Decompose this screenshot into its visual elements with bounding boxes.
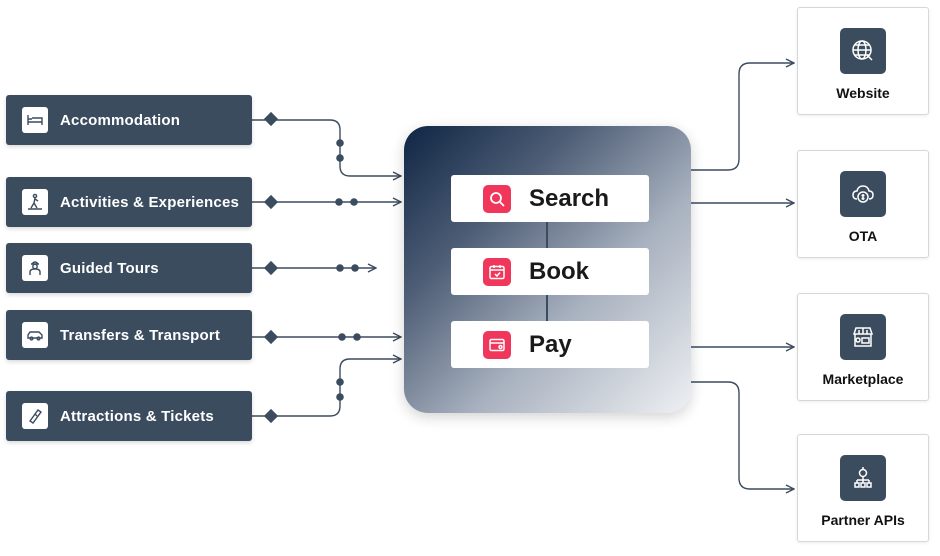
car-icon	[22, 322, 48, 348]
destination-partner-apis: Partner APIs	[797, 434, 929, 542]
wire-website	[691, 63, 794, 171]
dot	[336, 139, 344, 147]
calendar-check-icon	[483, 257, 511, 286]
api-network-icon	[840, 455, 886, 501]
destination-label: Website	[836, 85, 890, 101]
search-icon	[483, 184, 511, 213]
wire-attractions	[252, 359, 401, 417]
source-attractions: Attractions & Tickets	[6, 391, 252, 441]
source-label: Activities & Experiences	[60, 193, 240, 211]
step-pay: Pay	[451, 321, 649, 368]
destination-label: OTA	[848, 228, 878, 244]
cloud-dollar-icon	[840, 171, 886, 217]
tour-guide-icon	[22, 255, 48, 281]
diamond-guided-tours	[263, 260, 279, 276]
step-search: Search	[451, 175, 649, 222]
source-label: Transfers & Transport	[60, 326, 221, 344]
ticket-icon	[22, 403, 48, 429]
dot	[350, 198, 358, 206]
diamond-transfers	[263, 329, 279, 345]
dot	[335, 198, 343, 206]
dot	[338, 333, 346, 341]
source-label: Accommodation	[60, 111, 181, 129]
dot	[351, 264, 359, 272]
source-label: Guided Tours	[60, 259, 159, 277]
destination-ota: OTA	[797, 150, 929, 258]
dot	[336, 154, 344, 162]
dot	[336, 378, 344, 386]
wire-accommodation	[252, 119, 401, 176]
step-label: Search	[529, 184, 610, 212]
storefront-icon	[840, 314, 886, 360]
diamond-accommodation	[263, 111, 279, 127]
destination-label: Marketplace	[822, 371, 904, 387]
dot	[336, 264, 344, 272]
step-label: Pay	[529, 330, 572, 358]
destination-website: Website	[797, 7, 929, 115]
source-guided-tours: Guided Tours	[6, 243, 252, 293]
wire-partner-apis	[691, 381, 794, 489]
diamond-attractions	[263, 408, 279, 424]
step-book: Book	[451, 248, 649, 295]
dot	[353, 333, 361, 341]
source-label: Attractions & Tickets	[60, 407, 214, 425]
source-activities: Activities & Experiences	[6, 177, 252, 227]
diamond-activities	[263, 194, 279, 210]
destination-marketplace: Marketplace	[797, 293, 929, 401]
hub-connector	[546, 294, 548, 322]
destination-label: Partner APIs	[821, 512, 905, 528]
source-transfers: Transfers & Transport	[6, 310, 252, 360]
dot	[336, 393, 344, 401]
source-accommodation: Accommodation	[6, 95, 252, 145]
globe-icon	[840, 28, 886, 74]
hiker-icon	[22, 189, 48, 215]
step-label: Book	[529, 257, 589, 285]
hub-connector	[546, 221, 548, 249]
bed-icon	[22, 107, 48, 133]
wallet-icon	[483, 330, 511, 359]
